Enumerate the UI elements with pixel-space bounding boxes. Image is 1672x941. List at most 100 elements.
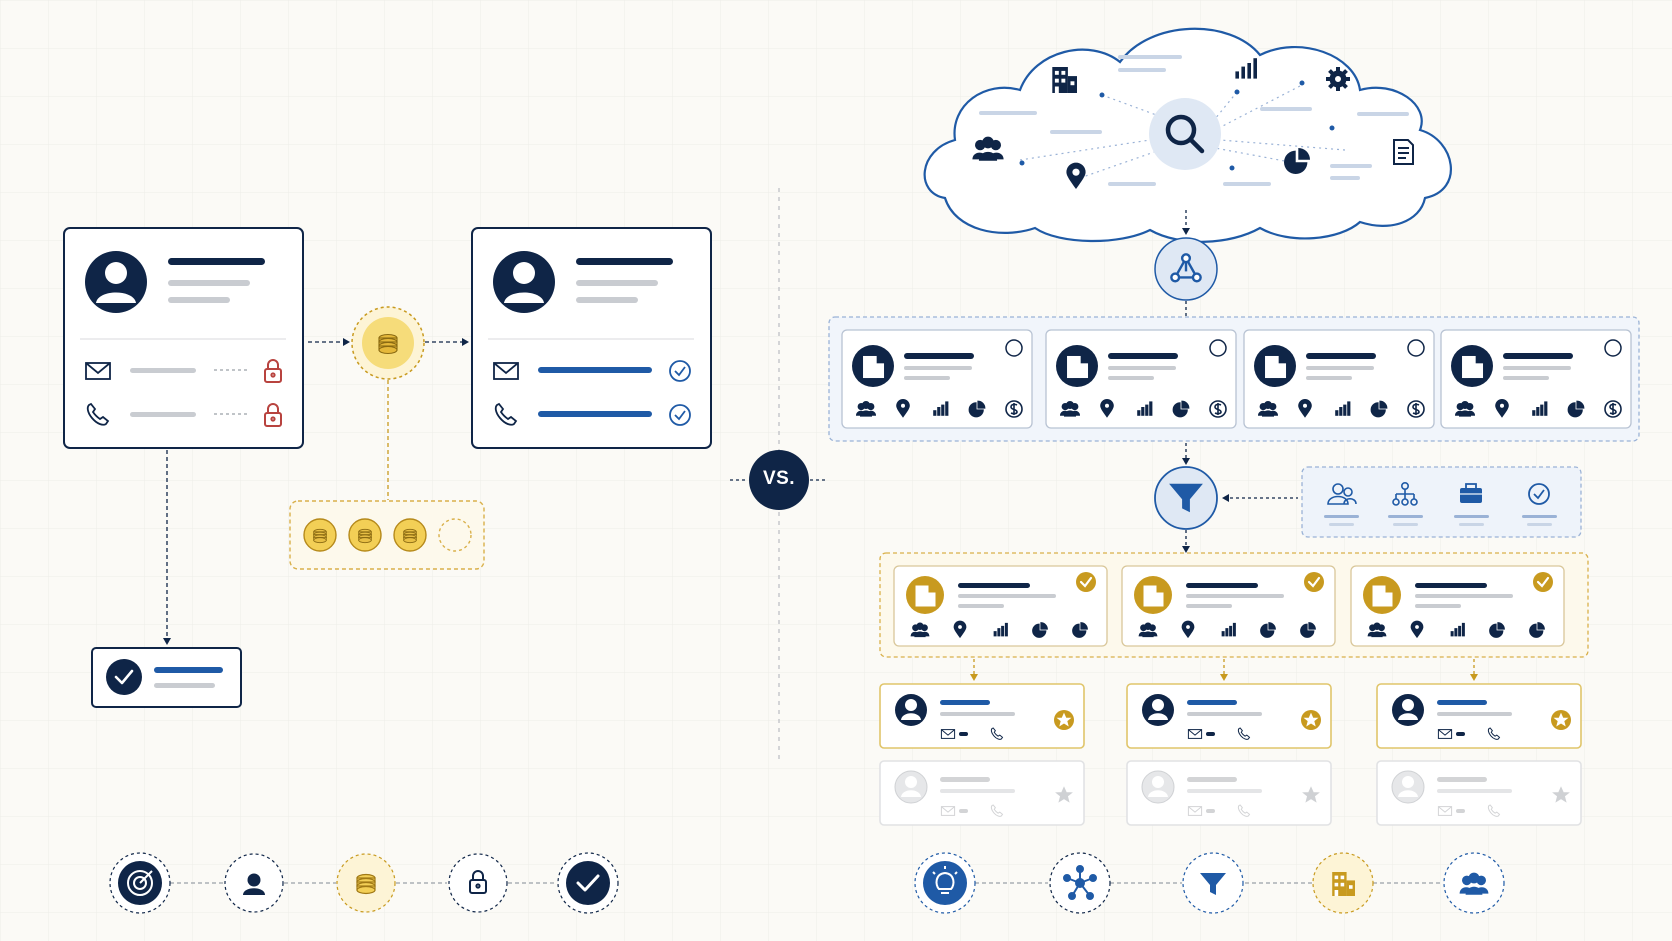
check-circle-icon (106, 659, 142, 695)
name-placeholder (576, 258, 673, 265)
email-placeholder (130, 368, 196, 373)
users-icon (1367, 622, 1387, 638)
users-icon (1138, 622, 1158, 638)
text-placeholder (576, 297, 638, 303)
star-icon (1054, 710, 1074, 730)
network-node[interactable] (1154, 237, 1218, 301)
step-network[interactable] (1049, 852, 1111, 914)
user-avatar-icon (85, 251, 147, 313)
check-circle-icon (1304, 572, 1324, 592)
name-placeholder (168, 258, 265, 265)
star-icon (1301, 710, 1321, 730)
select-radio[interactable] (1005, 339, 1023, 357)
coin-token (303, 518, 337, 552)
selected-company-card[interactable] (1121, 565, 1336, 647)
step-idea[interactable] (914, 852, 976, 914)
user-avatar-icon (1142, 694, 1174, 726)
credit-pool (289, 500, 485, 570)
coins-icon (378, 333, 398, 355)
company-card[interactable] (1243, 329, 1435, 429)
coins-icon (358, 528, 372, 544)
selected-company-card[interactable] (1350, 565, 1565, 647)
star-icon (1551, 710, 1571, 730)
empty-coin-slot (438, 518, 472, 552)
coin-token (348, 518, 382, 552)
coins-icon (403, 528, 417, 544)
user-avatar-icon (895, 694, 927, 726)
step-filter[interactable] (1182, 852, 1244, 914)
company-cards (841, 329, 1632, 429)
network-icon (1063, 865, 1097, 900)
right-steps (914, 852, 1505, 914)
users-icon (1327, 483, 1357, 505)
user-avatar-icon (894, 770, 928, 804)
org-chart-icon (1392, 481, 1418, 506)
company-card[interactable] (1440, 329, 1632, 429)
select-radio[interactable] (1407, 339, 1425, 357)
user-avatar-icon (1392, 694, 1424, 726)
top-contact-card[interactable] (879, 683, 1085, 749)
selected-company-card[interactable] (893, 565, 1108, 647)
search-hub[interactable] (1149, 98, 1221, 170)
selected-companies (893, 565, 1565, 647)
credit-node[interactable] (351, 306, 425, 380)
company-card[interactable] (1045, 329, 1237, 429)
step-coins[interactable] (336, 853, 396, 913)
left-steps (109, 852, 619, 914)
step-lock[interactable] (448, 853, 508, 913)
check-circle-icon (566, 861, 610, 905)
vs-badge (730, 450, 828, 510)
step-company[interactable] (1312, 852, 1374, 914)
top-contact-card[interactable] (1376, 683, 1582, 749)
filter-node[interactable] (1154, 466, 1218, 530)
company-name-placeholder (1108, 353, 1178, 359)
email-revealed (538, 367, 652, 373)
check-circle-icon (1533, 572, 1553, 592)
user-avatar-icon (1391, 770, 1425, 804)
step-user[interactable] (224, 853, 284, 913)
company-name-placeholder (904, 353, 974, 359)
step-check[interactable] (557, 852, 619, 914)
phone-placeholder (130, 412, 196, 417)
top-contact-card[interactable] (1126, 683, 1332, 749)
contacts (879, 659, 1582, 826)
unlocked-contact-card[interactable] (471, 227, 712, 449)
select-radio[interactable] (1209, 339, 1227, 357)
result-card[interactable] (91, 647, 242, 708)
phone-revealed (538, 411, 652, 417)
user-avatar-icon (1141, 770, 1175, 804)
text-placeholder (576, 280, 658, 286)
search-icon (1165, 114, 1205, 154)
step-target[interactable] (109, 852, 171, 914)
step-users[interactable] (1443, 852, 1505, 914)
data-cloud (923, 27, 1452, 243)
result-subline (154, 683, 215, 688)
users-icon (856, 400, 877, 417)
users-icon (1060, 400, 1080, 417)
coin-token (393, 518, 427, 552)
result-line (154, 667, 223, 673)
other-contact-card[interactable] (879, 760, 1085, 826)
other-contact-card[interactable] (1126, 760, 1332, 826)
text-placeholder (168, 297, 230, 303)
company-name-placeholder (1306, 353, 1376, 359)
gear-icon (1324, 65, 1352, 93)
check-circle-icon (1076, 572, 1096, 592)
users-icon (910, 622, 930, 638)
company-card[interactable] (841, 329, 1033, 429)
briefcase-icon (1460, 483, 1482, 503)
text-placeholder (168, 280, 250, 286)
target-icon (127, 870, 153, 896)
coins-icon (356, 873, 376, 895)
coins-icon (313, 528, 327, 544)
vs-label: VS. (762, 468, 796, 489)
user-avatar-icon (493, 251, 555, 313)
select-radio[interactable] (1604, 339, 1622, 357)
locked-contact-card[interactable] (63, 227, 304, 449)
users-icon (1455, 400, 1475, 417)
filter-criteria (1301, 466, 1582, 538)
lightbulb-icon (932, 866, 958, 894)
other-contact-card[interactable] (1376, 760, 1582, 826)
company-name-placeholder (1503, 353, 1573, 359)
